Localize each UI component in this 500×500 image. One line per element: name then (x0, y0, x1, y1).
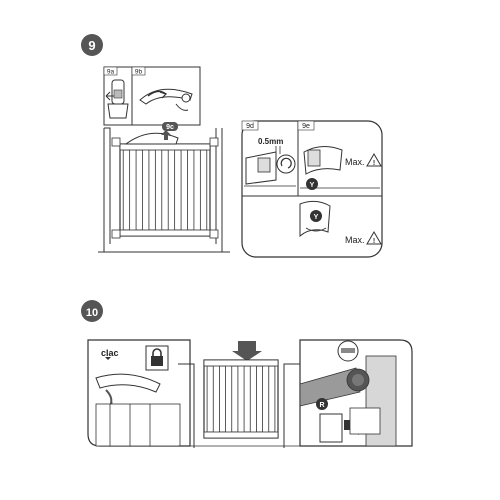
panel-9d-label: 9d (246, 123, 254, 130)
y-marker-2: Y (314, 214, 319, 221)
step-9-number: 9 (88, 38, 95, 53)
gate-bar (148, 149, 156, 231)
gate-bar (174, 149, 182, 231)
gate-bar (135, 149, 143, 231)
gate-bar (206, 365, 214, 433)
gate-bar (231, 365, 239, 433)
step-9-badge (81, 34, 103, 56)
step-10: 10 clac (81, 300, 413, 448)
gate-bar (161, 149, 169, 231)
gate-step-10 (178, 341, 300, 448)
max-label-top: Max. (345, 157, 365, 167)
panel-9e-label: 9e (302, 123, 310, 130)
panel-9a-label: 9a (107, 69, 115, 76)
r-marker: R (319, 402, 324, 409)
warning-icon: ! (366, 153, 382, 167)
step-9: 9 9a 9b (81, 34, 383, 258)
panel-9b-label: 9b (135, 69, 143, 76)
wall-mount-panel: R (299, 339, 413, 447)
gate-bar (122, 149, 131, 231)
lever-illustration (139, 88, 193, 111)
svg-text:!: ! (373, 160, 375, 167)
gate-step-9: 9c (98, 122, 230, 253)
gate-bar (268, 365, 276, 433)
gate-bar (243, 365, 251, 433)
clac-label: clac (101, 348, 119, 358)
y-marker-1: Y (310, 182, 315, 189)
down-arrow-icon (105, 357, 111, 360)
gate-bar (199, 149, 208, 231)
up-arrow-icon (161, 130, 171, 140)
step-10-badge (81, 300, 103, 322)
rotate-arrow-icon (280, 157, 292, 169)
inset-9a-9b: 9a 9b (103, 66, 201, 126)
warning-icon: ! (366, 231, 382, 245)
hand-icon (105, 79, 129, 119)
down-arrow-icon (232, 341, 262, 361)
svg-text:!: ! (373, 238, 375, 245)
knob (276, 154, 296, 174)
gate-bars (122, 149, 208, 231)
max-label-bottom: Max. (345, 235, 365, 245)
gate-bar (219, 365, 226, 433)
step-10-number: 10 (86, 307, 98, 319)
lock-icon (145, 345, 169, 371)
gap-measurement: 0.5mm (258, 137, 283, 146)
badge-9c: 9c (166, 124, 174, 131)
gate-bar (187, 149, 195, 231)
latch-panel: clac (87, 339, 191, 447)
gate-bar (256, 365, 263, 433)
inset-9d-9e: 9d 9e 0.5mm Y Max. ! (241, 120, 383, 258)
screw-icon (337, 340, 359, 362)
